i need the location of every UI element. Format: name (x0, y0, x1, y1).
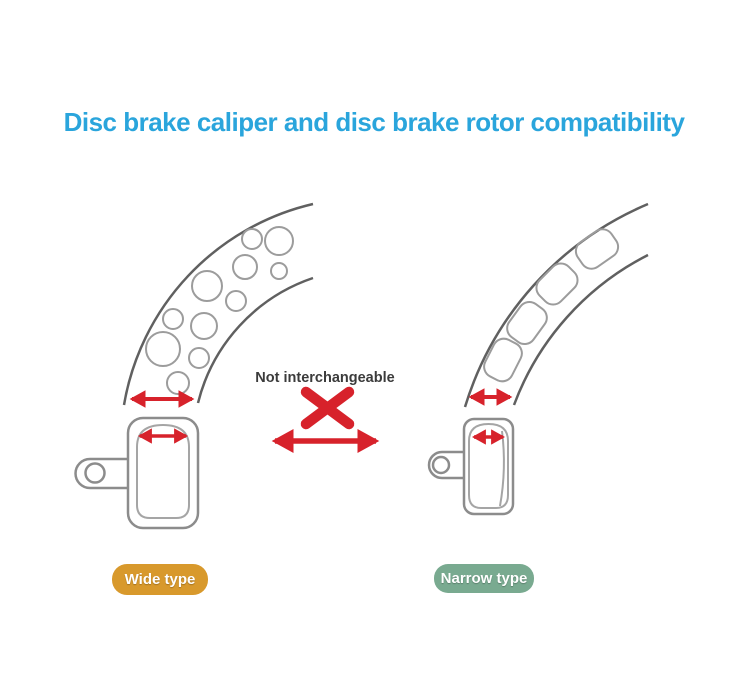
narrow-rotor-illustration (463, 202, 649, 408)
wide-caliper-pad-outline (126, 416, 200, 530)
wide-caliper-pad-surface (136, 423, 190, 519)
narrow-rotor-inner-edge (512, 253, 649, 406)
red-x-icon (300, 386, 355, 430)
wide-type-badge: Wide type (112, 564, 208, 595)
not-interchangeable-group (271, 386, 380, 454)
wide-caliper-illustration (74, 416, 200, 530)
wide-rotor-illustration (122, 202, 314, 408)
wide-rotor-holes (145, 226, 294, 395)
narrow-rotor-outer-edge (463, 202, 649, 408)
narrow-caliper-pad-surface (468, 422, 509, 509)
narrow-caliper-tab-hole (431, 455, 451, 475)
wide-caliper-tab-hole (84, 462, 106, 484)
wide-rotor-outer-edge (122, 202, 314, 406)
page-title: Disc brake caliper and disc brake rotor … (63, 107, 685, 137)
narrow-caliper-illustration (427, 417, 515, 516)
wide-rotor-inner-edge (196, 276, 314, 404)
narrow-rotor-holes (483, 228, 620, 383)
narrow-type-badge: Narrow type (434, 564, 534, 593)
not-interchangeable-label: Not interchangeable (255, 370, 395, 386)
